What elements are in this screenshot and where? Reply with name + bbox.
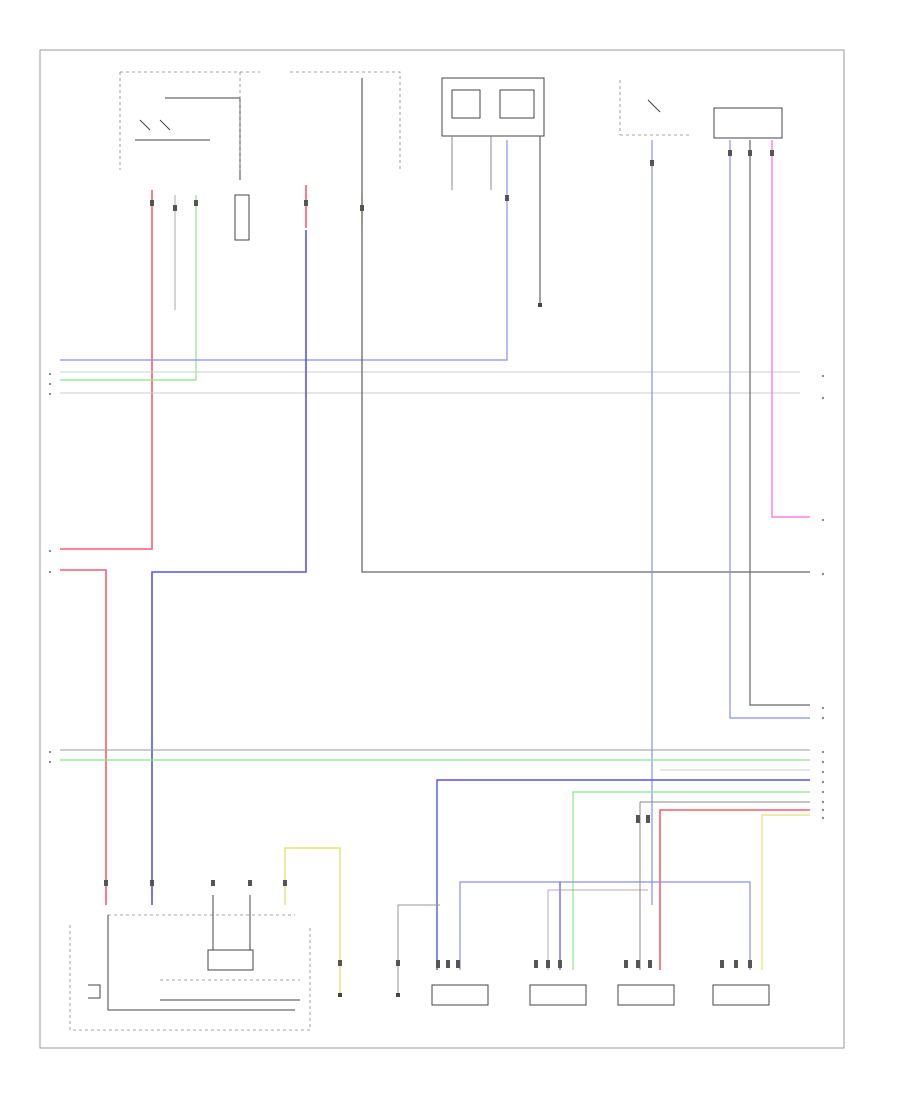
connector-pins: [104, 150, 774, 968]
wire-blue-top: [60, 140, 508, 361]
component-injector-4: [712, 984, 770, 1006]
wire-red-lower: [60, 569, 107, 905]
diagram-frame: [39, 49, 845, 1049]
component-bottom-module: [69, 895, 311, 1031]
wire-red-upper: [60, 190, 153, 550]
component-engine-switch: [119, 71, 260, 241]
wire-blue-center: [151, 230, 307, 905]
wire-blue-fan: [436, 779, 810, 970]
component-injector-3: [617, 984, 675, 1006]
right-terminal-dots: [822, 375, 824, 819]
wire-lightblue-bus: [459, 881, 751, 970]
component-relay-top-right: [619, 80, 690, 136]
component-connector-top-right: [713, 107, 783, 139]
wire-green-fan: [572, 791, 810, 970]
wire-black-right-conn: [749, 140, 810, 706]
wire-blue-right-conn: [729, 140, 810, 719]
wire-gray-bottom: [397, 904, 440, 995]
wire-black-center: [361, 78, 810, 573]
component-injector-2: [529, 984, 587, 1006]
component-ecu-top: [441, 77, 545, 137]
ground-symbol-bottom-1: [338, 993, 342, 997]
wire-pink-right-conn: [771, 140, 810, 518]
wire-yellow-fan: [761, 814, 810, 970]
component-junction-block-top: [239, 71, 401, 170]
wire-red-fan: [659, 809, 810, 970]
wire-yellow-bottom: [284, 847, 341, 995]
ground-symbol-ecu: [538, 303, 542, 307]
ground-symbol-bottom-2: [396, 993, 400, 997]
left-terminal-dots: [49, 373, 51, 763]
component-injector-1: [431, 984, 489, 1006]
wire-green-upper: [60, 195, 197, 381]
